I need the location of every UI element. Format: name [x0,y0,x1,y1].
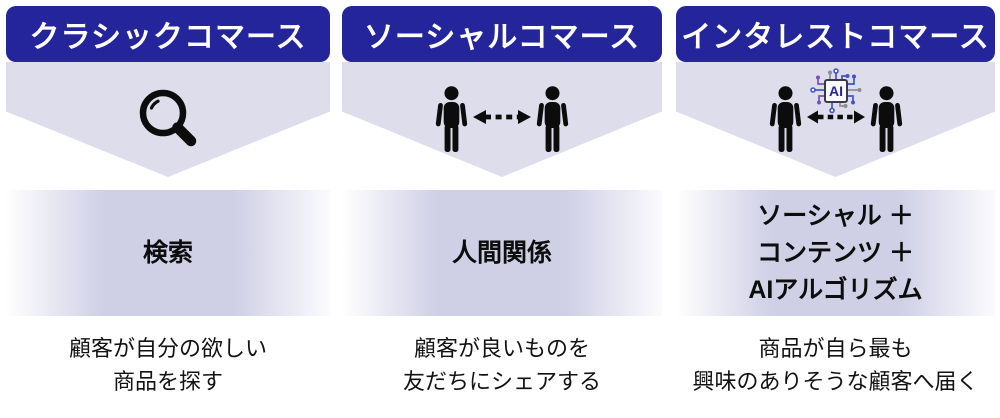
caption: 顧客が良いものを 友だちにシェアする [342,332,662,398]
magnifier-icon [6,84,330,152]
keyword-line: AIアルゴリズム [748,275,923,304]
caption: 顧客が自分の欲しい 商品を探す [6,332,330,398]
column-interest-commerce: インタレストコマース [676,0,995,418]
caption-line: 顧客が良いものを [413,336,590,361]
caption-line: 顧客が自分の欲しい [68,336,267,361]
column-title: クラシックコマース [29,21,307,54]
keyword-band: 人間関係 [342,190,662,316]
keyword-line: 検索 [142,238,193,267]
column-title: ソーシャルコマース [363,21,641,54]
keyword-band: ソーシャル ＋ コンテンツ ＋ AIアルゴリズム [676,190,995,316]
double-dashed-arrow-icon [473,110,531,124]
person-icon [435,86,468,152]
social-commerce-header: ソーシャルコマース [342,6,662,62]
caption-line: 友だちにシェアする [402,369,601,394]
caption-line: 商品が自ら最も [758,336,913,361]
magnifier-glyph [139,89,197,147]
column-social-commerce: ソーシャルコマース [342,0,662,418]
person-icon [536,86,569,152]
column-title: インタレストコマース [681,21,990,54]
keyword-band: 検索 [6,190,330,316]
interest-commerce-header: インタレストコマース [676,6,995,62]
classic-commerce-header: クラシックコマース [6,6,330,62]
people-ai-connection-icon: AI [676,68,995,152]
keyword-line: ソーシャル ＋ [757,201,914,230]
person-icon [870,86,902,152]
ai-chip-icon: AI [806,68,865,124]
person-icon [769,86,801,152]
ai-chip-label: AI [829,83,843,99]
caption-line: 興味のありそうな顧客へ届く [692,369,979,394]
caption-line: 商品を探す [112,369,223,394]
people-connection-icon [342,84,662,152]
keyword-line: コンテンツ ＋ [757,238,914,267]
column-classic-commerce: クラシックコマース 検索 顧客が自分の欲しい 商品を探す [6,0,330,418]
caption: 商品が自ら最も 興味のありそうな顧客へ届く [676,332,995,398]
keyword-line: 人間関係 [451,238,552,267]
